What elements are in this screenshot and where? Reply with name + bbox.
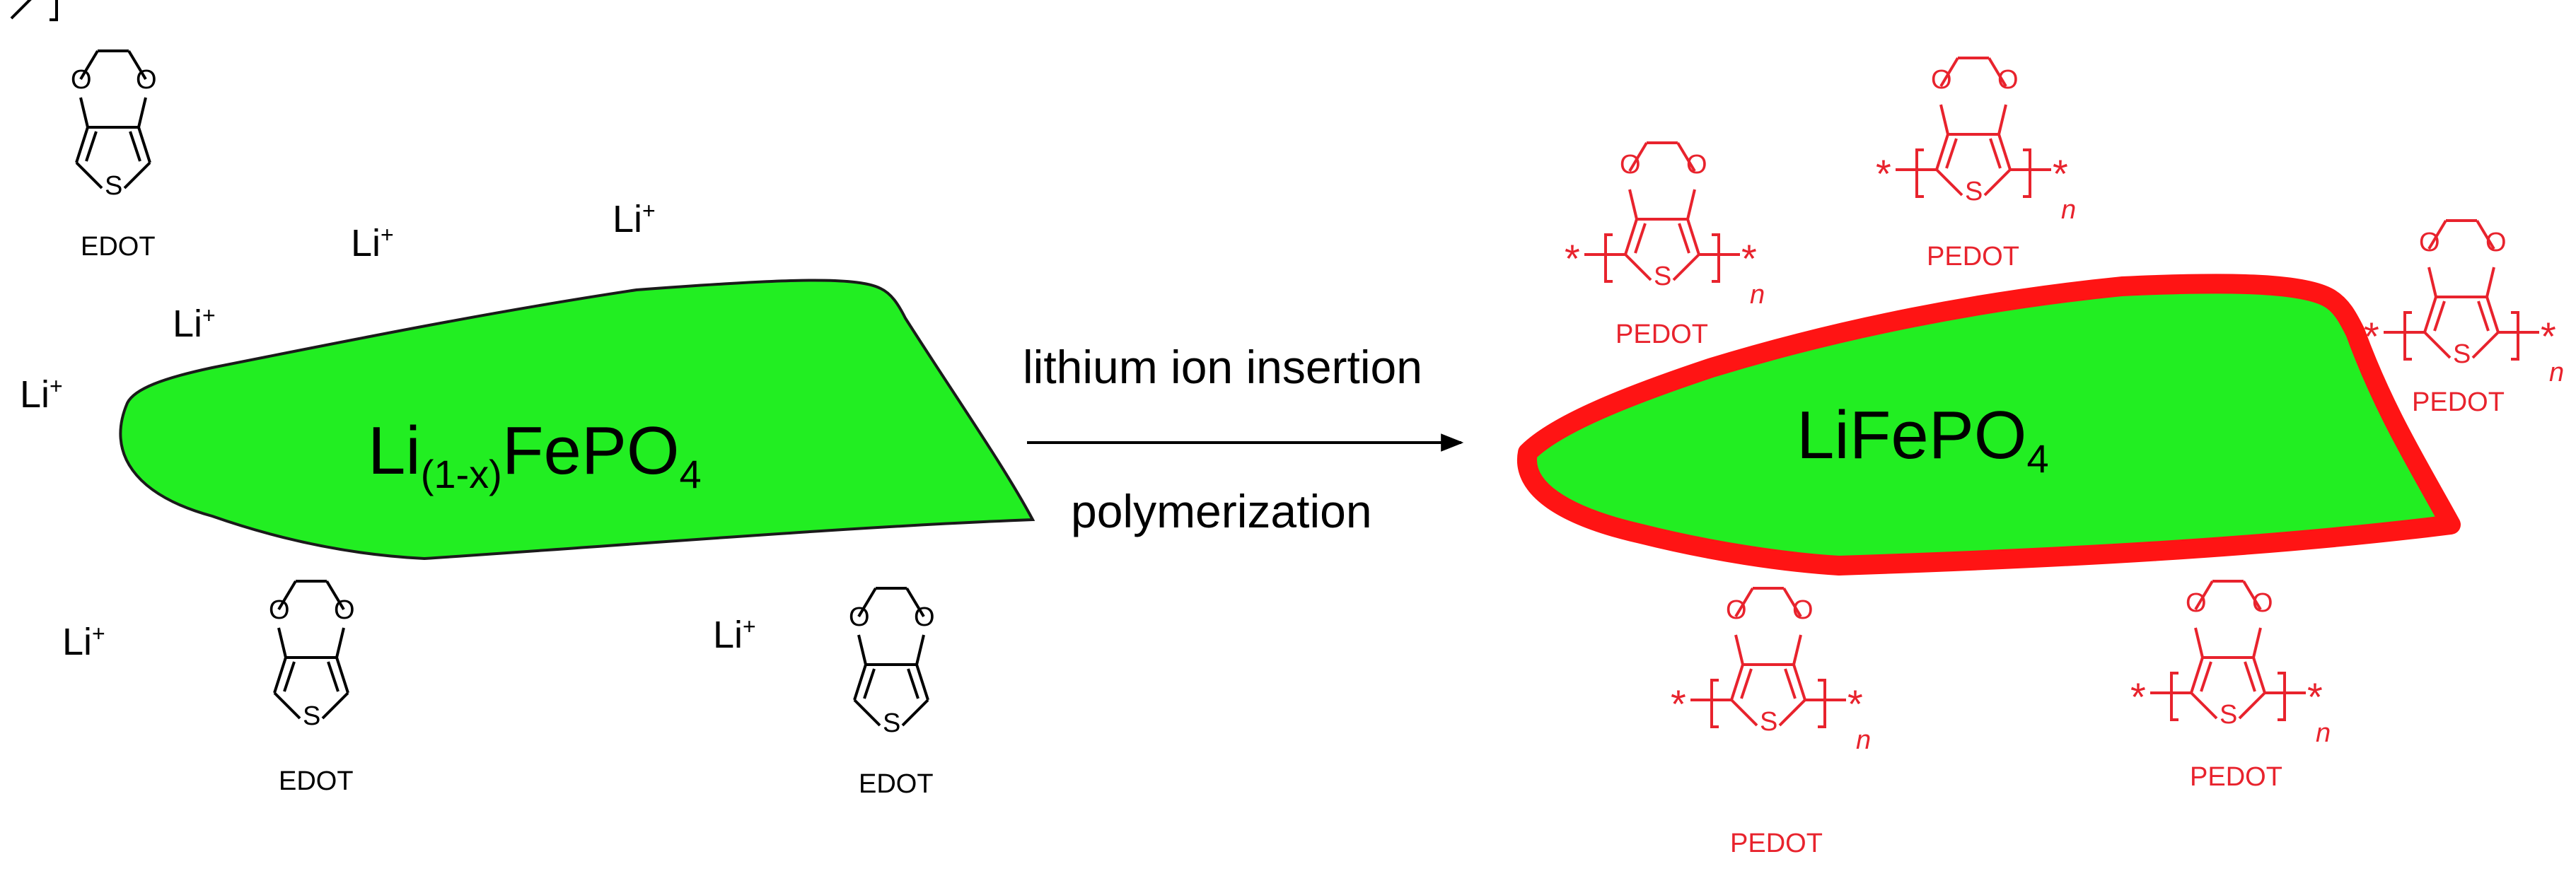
lithium-ion: Li+ [20,373,63,416]
sulfur-atom: S [1965,177,1983,206]
pedot-label: PEDOT [2190,762,2282,792]
sulfur-atom: S [105,171,123,201]
sulfur-atom: S [1760,707,1778,737]
end-group-star: * [1565,236,1580,281]
oxygen-atom: O [2485,228,2507,257]
end-group-star: * [2364,314,2379,358]
end-group-star: * [2307,674,2323,719]
end-group-star: * [1741,236,1757,281]
edot-label: EDOT [81,232,156,262]
arrow-top-label: lithium ion insertion [1023,341,1422,393]
repeat-index: n [1750,280,1765,310]
sulfur-atom: S [2220,700,2238,730]
pedot-polymer: O O S * * n PEDOT [1867,35,2079,271]
edot-molecule: O O S EDOT [57,28,170,269]
edot-structure [273,580,349,720]
pedot-label: PEDOT [1730,829,1823,858]
repeat-index: n [1856,725,1872,755]
lithium-ion: Li+ [62,621,105,663]
oxygen-atom: O [914,602,935,632]
oxygen-atom: O [2186,588,2207,618]
lithium-ion: Li+ [173,303,216,345]
pedot-label: PEDOT [1927,242,2019,271]
repeat-index: n [2316,718,2331,748]
pedot-polymer: O O S * * n PEDOT [1662,566,1874,863]
end-group-star: * [2053,151,2068,196]
oxygen-atom: O [1997,65,2019,95]
pedot-label: PEDOT [2412,387,2505,417]
edot-molecule: O O S EDOT [255,559,368,799]
oxygen-atom: O [136,65,157,95]
pedot-structure [1583,141,1741,283]
end-group-star: * [1671,682,1686,726]
edot-molecule: O O S EDOT [835,566,948,806]
sulfur-atom: S [303,701,321,731]
product-formula: LiFePO4 [1797,397,2049,481]
pedot-structure [1894,57,2053,198]
pedot-structure [2149,580,2307,721]
repeat-index: n [2061,195,2077,225]
pedot-label: PEDOT [1615,320,1708,349]
edot-label: EDOT [279,766,354,796]
pedot-structure [1689,587,1847,728]
sulfur-atom: S [883,708,901,738]
sulfur-atom: S [1654,262,1672,291]
edot-label: EDOT [859,769,934,799]
end-group-star: * [1876,151,1891,196]
pedot-polymer: O O S * * n PEDOT [2122,559,2334,792]
sulfur-atom: S [2453,339,2471,369]
oxygen-atom: O [1931,65,1952,95]
end-group-star: * [2541,314,2556,358]
end-group-star: * [2130,674,2146,719]
oxygen-atom: O [849,602,870,632]
oxygen-atom: O [71,65,92,95]
arrow-bottom-label: polymerization [1071,485,1372,537]
pedot-polymer: O O S * * n PEDOT [1556,120,1768,354]
oxygen-atom: O [1686,150,1707,180]
reactant-formula: Li(1-x)FePO4 [368,413,702,497]
pedot-polymer: O O S * * n PEDOT [2355,198,2568,431]
lithium-ion: Li+ [613,198,656,240]
lithium-ion: Li+ [351,222,394,264]
oxygen-atom: O [2252,588,2273,618]
oxygen-atom: O [2419,228,2440,257]
oxygen-atom: O [1620,150,1641,180]
lithium-ion: Li+ [713,614,756,656]
repeat-index: n [2549,358,2565,387]
pedot-coated-particle [1516,274,2461,576]
oxygen-atom: O [334,595,355,625]
oxygen-atom: O [1726,595,1747,625]
end-group-star: * [1847,682,1863,726]
oxygen-atom: O [269,595,290,625]
oxygen-atom: O [1792,595,1814,625]
lithium-deficient-particle [119,279,1035,561]
